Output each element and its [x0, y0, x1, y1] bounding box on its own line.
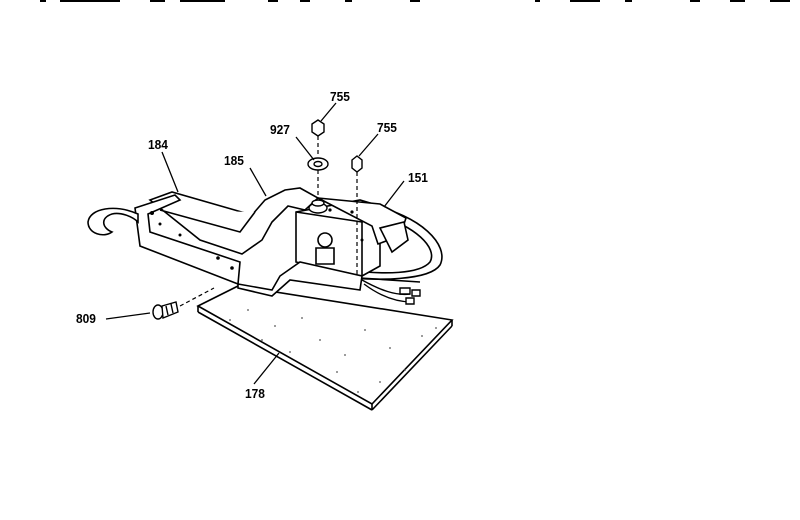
callout-927: 927	[270, 122, 290, 137]
bracket-details	[150, 208, 364, 270]
washer-927	[308, 158, 328, 170]
callout-809: 809	[76, 311, 96, 326]
round-pan-151	[330, 205, 442, 282]
assembly-lines	[180, 136, 357, 306]
screw-755-top	[312, 120, 324, 136]
screw-809	[153, 302, 178, 319]
callout-184: 184	[148, 137, 168, 152]
screw-755-right	[352, 156, 362, 172]
leader-lines	[106, 103, 404, 384]
plate-178	[198, 286, 452, 410]
post-under-washer	[309, 200, 327, 213]
plate-stipple	[229, 309, 437, 393]
callout-151: 151	[408, 170, 428, 185]
wire-harness	[362, 280, 420, 304]
callout-755-top: 755	[330, 89, 350, 104]
callout-755-right: 755	[377, 120, 397, 135]
callout-185: 185	[224, 153, 244, 168]
callout-178: 178	[245, 386, 265, 401]
bracket-assembly	[88, 188, 408, 296]
